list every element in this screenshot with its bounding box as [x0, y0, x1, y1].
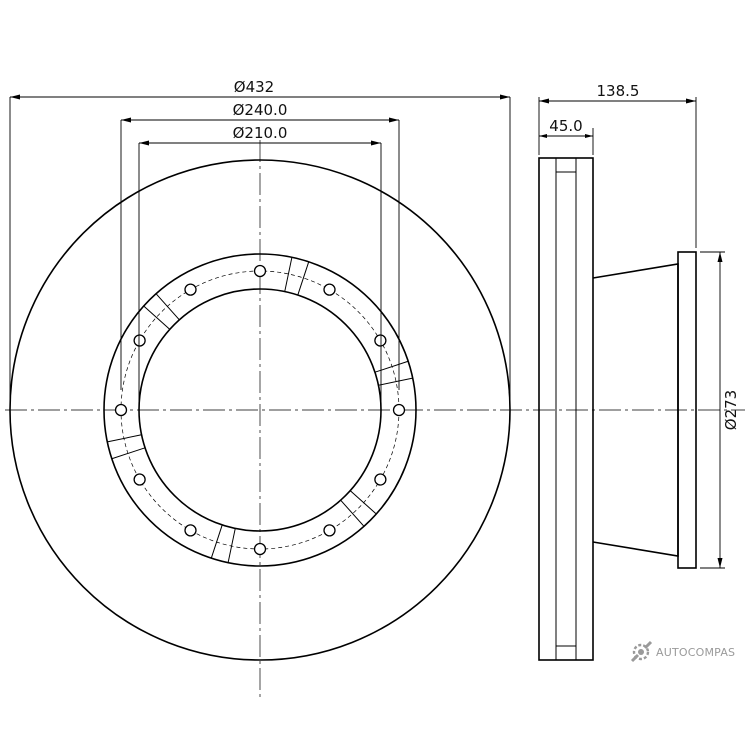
hat-notch-edge	[143, 305, 171, 330]
hat-notch-edge	[155, 293, 180, 321]
hat-diameter-label: Ø273	[722, 390, 740, 430]
bolt-hole	[253, 542, 267, 556]
hat-notch-edge	[374, 360, 409, 373]
bolt-hole	[392, 403, 406, 417]
bolt-hole	[133, 334, 146, 347]
mounting-diameter-dimension: Ø240.0	[120, 101, 400, 390]
disc-section-outline	[538, 157, 594, 661]
side-view	[538, 157, 697, 661]
hat-flange	[677, 251, 697, 569]
front-view	[5, 140, 745, 700]
hat-notch-edge	[210, 524, 223, 559]
outer-diameter-dimension: Ø432	[9, 78, 511, 410]
hat-notches	[107, 257, 413, 563]
hat-notch-edge	[111, 447, 146, 460]
bolt-hole	[374, 334, 387, 347]
outer-diameter-label: Ø432	[234, 78, 274, 96]
autocompas-logo: AUTOCOMPAS	[630, 640, 735, 663]
total-height-dimension: 138.5	[538, 82, 697, 248]
hat-notch-edge	[340, 499, 365, 527]
hat-notch-edge	[284, 257, 293, 292]
bore-diameter-label: Ø210.0	[233, 124, 288, 142]
bore-diameter-dimension: Ø210.0	[138, 124, 382, 410]
bolt-hole	[323, 524, 336, 537]
bolt-hole	[374, 473, 387, 486]
logo-text: AUTOCOMPAS	[656, 646, 735, 659]
total-height-label: 138.5	[597, 82, 640, 100]
bolt-hole	[323, 283, 336, 296]
hat-notch-edge	[378, 377, 413, 386]
mounting-diameter-label: Ø240.0	[233, 101, 288, 119]
disc-thickness-dimension: 45.0	[539, 117, 594, 155]
hat-diameter-dimension: Ø273	[700, 251, 740, 569]
disc-thickness-label: 45.0	[549, 117, 582, 135]
bolt-hole	[184, 283, 197, 296]
bolt-hole	[184, 524, 197, 537]
hat-notch-edge	[227, 528, 236, 563]
hat-notch-edge	[107, 434, 142, 443]
hat-notch-edge	[297, 261, 310, 296]
bolt-hole	[114, 403, 128, 417]
gear-wrench-icon	[630, 640, 653, 663]
bolt-hole	[133, 473, 146, 486]
bolt-hole	[253, 264, 267, 278]
hat-notch-edge	[349, 490, 377, 515]
bolt-holes	[114, 264, 406, 556]
